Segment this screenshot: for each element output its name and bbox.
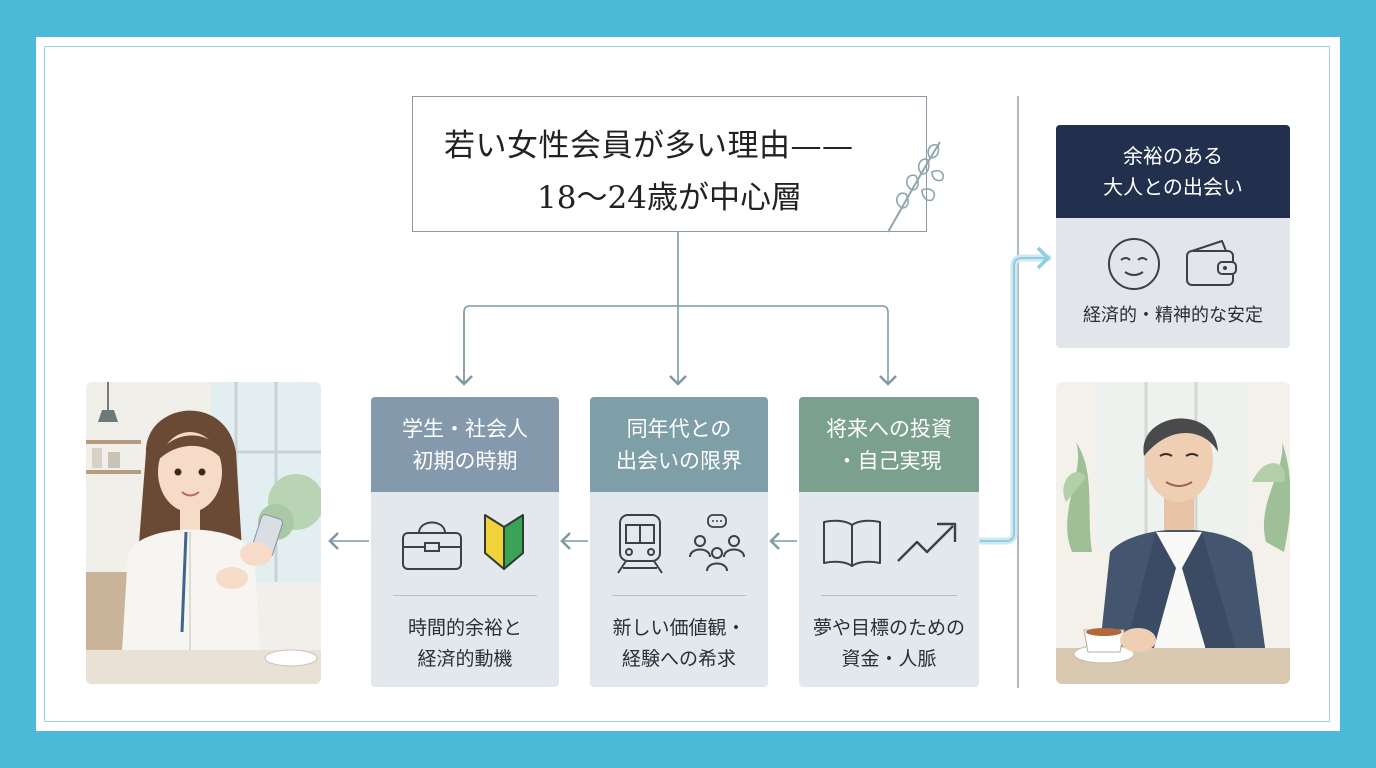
card-footer-line: 経済的動機 — [417, 648, 513, 670]
woman-illustration — [86, 382, 321, 684]
card-footer-line: 資金・人脈 — [841, 648, 937, 670]
train-icon — [617, 514, 663, 574]
card-self-investment: 将来への投資 ・自己実現 夢や目標のための 資金・人脈 — [799, 397, 979, 687]
card-divider — [393, 595, 537, 596]
wallet-icon — [1186, 240, 1237, 286]
card-mature-partner: 余裕のある 大人との出会い 経済的・精神的な安定 — [1056, 125, 1290, 348]
card-footer-line: 新しい価値観・ — [612, 617, 746, 639]
group-chat-icon — [689, 514, 745, 572]
card-footer: 新しい価値観・ 経験への希求 — [590, 613, 768, 675]
card-student-period: 学生・社会人 初期の時期 時間的余裕と 経済的動機 — [371, 397, 559, 687]
card-header: 学生・社会人 初期の時期 — [371, 397, 559, 492]
title-line-2: 18〜24歳が中心層 — [537, 180, 802, 216]
card-footer-line: 時間的余裕と — [407, 617, 522, 639]
card-divider — [612, 595, 746, 596]
card-footer: 時間的余裕と 経済的動機 — [371, 613, 559, 675]
card-footer: 経済的・精神的な安定 — [1083, 305, 1263, 326]
beginner-mark-icon — [484, 514, 524, 570]
card-header-line: 将来への投資 — [826, 416, 952, 441]
bag-icon — [402, 521, 462, 570]
card-header: 余裕のある 大人との出会い — [1056, 125, 1290, 218]
card-header: 将来への投資 ・自己実現 — [799, 397, 979, 492]
leaf-sprig-icon — [887, 141, 945, 233]
card-header-line: 余裕のある — [1123, 143, 1223, 168]
card-header-line: 出会いの限界 — [616, 448, 742, 473]
card-header-line: 学生・社会人 — [402, 416, 528, 441]
card-header-line: ・自己実現 — [836, 448, 942, 473]
card-footer-line: 夢や目標のための — [812, 617, 965, 639]
card-peer-limits: 同年代との 出会いの限界 新しい価値観・ 経験への希求 — [590, 397, 768, 687]
card-header-line: 同年代との — [626, 416, 732, 441]
vertical-divider — [1017, 96, 1019, 688]
book-icon — [823, 519, 881, 567]
growth-arrow-icon — [897, 522, 957, 562]
title-box — [412, 96, 927, 232]
card-footer-line: 経験への希求 — [621, 648, 736, 670]
card-header-line: 大人との出会い — [1103, 174, 1243, 199]
card-footer: 夢や目標のための 資金・人脈 — [799, 613, 979, 675]
card-header: 同年代との 出会いの限界 — [590, 397, 768, 492]
man-illustration — [1056, 382, 1290, 684]
title-line-1: 若い女性会員が多い理由—— — [444, 128, 854, 164]
card-header-line: 初期の時期 — [412, 448, 518, 473]
calm-face-icon — [1108, 238, 1160, 290]
card-divider — [821, 595, 957, 596]
